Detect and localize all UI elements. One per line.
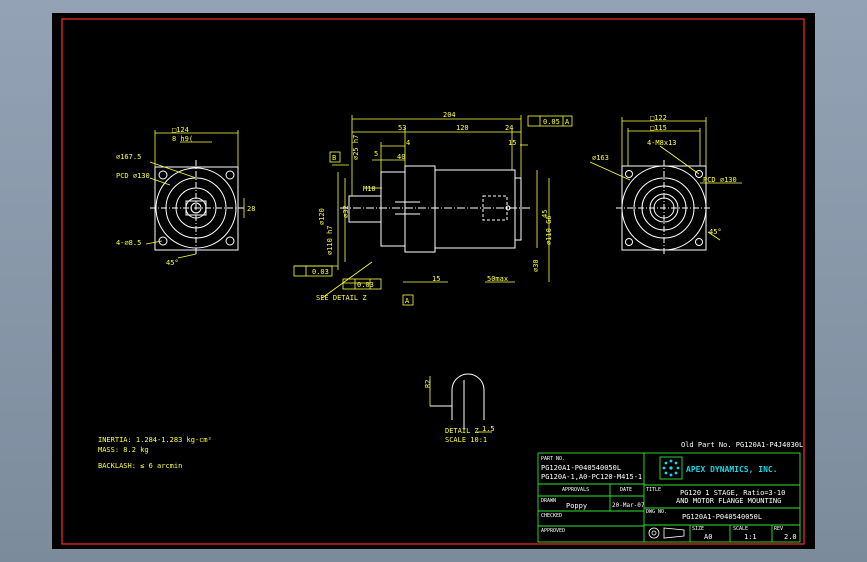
right-square-dim: □122: [650, 114, 667, 122]
svg-text:DATE: DATE: [620, 487, 632, 493]
right-view: [616, 160, 712, 256]
svg-text:120: 120: [456, 124, 469, 132]
svg-text:TITLE: TITLE: [646, 487, 661, 493]
svg-text:CHECKED: CHECKED: [541, 513, 562, 519]
svg-text:DWG NO.: DWG NO.: [646, 509, 667, 515]
center-view: [340, 165, 530, 253]
left-holes: 4-⌀8.5: [116, 239, 141, 247]
title-line-2: AND MOTOR FLANGE MOUNTING: [676, 497, 781, 505]
thread-label: M10: [363, 185, 376, 193]
svg-text:SCALE: SCALE: [733, 526, 748, 532]
mount-hole: [225, 170, 235, 180]
mount-hole: [695, 238, 703, 246]
svg-text:APPROVED: APPROVED: [541, 528, 565, 534]
see-detail-label: SEE DETAIL Z: [316, 294, 367, 302]
svg-text:15: 15: [508, 139, 516, 147]
svg-text:24: 24: [505, 124, 513, 132]
company-name: APEX DYNAMICS, INC.: [686, 465, 778, 474]
note-mass: MASS: 8.2 kg: [98, 446, 149, 454]
right-inner-dim: □115: [650, 124, 667, 132]
company-logo: [662, 459, 680, 477]
right-holes: 4-M8x13: [647, 139, 677, 147]
title-block: [537, 452, 801, 543]
pilot-tolerance: ⌀110 h7: [326, 225, 334, 255]
overall-length: 204: [443, 111, 456, 119]
part-no-1: PG120A1-P040540050L: [541, 464, 621, 472]
svg-text:SIZE: SIZE: [692, 526, 704, 532]
left-key-dim: 8 h9(: [172, 135, 193, 143]
left-square-dim: □124: [172, 126, 189, 134]
svg-text:0.03: 0.03: [357, 281, 374, 289]
mount-hole: [625, 170, 633, 178]
mount-hole: [158, 170, 168, 180]
motor-dia: ⌀30: [532, 259, 540, 272]
pilot-dia: ⌀120: [318, 208, 326, 225]
bore-dia: ⌀110 G6: [545, 215, 553, 245]
mount-hole: [158, 236, 168, 246]
mount-hole: [695, 170, 703, 178]
projection-symbol: [648, 527, 685, 539]
detail-dim: 1.5: [482, 425, 495, 433]
gearbox-body: [404, 165, 436, 253]
datum-b-box: [329, 151, 341, 163]
shaft-tolerance: ⌀25 h7: [352, 135, 360, 160]
right-pcd: PCD ⌀130: [703, 176, 737, 184]
svg-text:0.03: 0.03: [312, 268, 329, 276]
dwg-no: PG120A1-P040540050L: [682, 513, 762, 521]
note-inertia: INERTIA: 1.284-1.283 kg-cm²: [98, 436, 212, 444]
right-angle: 45°: [709, 228, 722, 236]
detail-z: [430, 373, 485, 430]
svg-text:53: 53: [398, 124, 406, 132]
svg-text:DRAWN: DRAWN: [541, 498, 556, 504]
left-view: [150, 160, 244, 256]
svg-text:A: A: [405, 297, 410, 305]
detail-r: R2: [424, 380, 432, 388]
svg-text:5: 5: [374, 150, 378, 158]
note-backlash: BACKLASH: ≤ 6 arcmin: [98, 462, 182, 470]
left-angle: 45°: [166, 259, 179, 267]
motor-flange-body: [434, 169, 516, 249]
sheet-size: A0: [704, 533, 712, 541]
left-pcd: PCD ⌀130: [116, 172, 150, 180]
drawing-sheet: [52, 13, 815, 549]
center-view-dims: [294, 115, 550, 299]
revision: 2.0: [784, 533, 797, 541]
mount-hole: [225, 236, 235, 246]
left-flange-dia: ⌀167.5: [116, 153, 141, 161]
svg-text:0.05: 0.05: [543, 118, 560, 126]
left-view-dims: [145, 130, 245, 259]
output-shaft: [348, 195, 382, 223]
svg-text:15: 15: [432, 275, 440, 283]
mount-hole: [625, 238, 633, 246]
detail-scale: SCALE 10:1: [445, 436, 487, 444]
svg-text:PART NO.: PART NO.: [541, 456, 565, 462]
sheet-border: [61, 18, 805, 545]
drawn-by: Poppy: [566, 502, 587, 510]
svg-text:APPROVALS: APPROVALS: [562, 487, 589, 493]
svg-text:A: A: [565, 118, 570, 126]
svg-text:4: 4: [406, 139, 410, 147]
tol-frame-1: [293, 265, 333, 277]
drawn-date: 20-Mar-07: [612, 502, 645, 509]
title-line-1: PG120 1 STAGE, Ratio=3-10: [680, 489, 785, 497]
left-key-depth: 28: [247, 205, 255, 213]
runout-frame: [527, 115, 573, 127]
company-logo-box: [659, 456, 683, 480]
svg-text:50max: 50max: [487, 275, 508, 283]
dim-45: 45: [541, 210, 549, 218]
svg-text:B: B: [332, 154, 336, 162]
right-flange-dia: ⌀163: [592, 154, 609, 162]
svg-text:REV: REV: [774, 526, 783, 532]
datum-a-box: [402, 294, 414, 306]
svg-text:40: 40: [397, 153, 405, 161]
tol-frame-2: [342, 278, 382, 290]
shaft-dia: ⌀32: [342, 205, 350, 218]
right-view-dims: [589, 117, 742, 241]
sheet-scale: 1:1: [744, 533, 757, 541]
old-part-no: Old Part No. PG120A1-P4J4030L: [681, 441, 803, 449]
part-no-2: PG120A-1,A0-PC120-M415-1: [541, 473, 642, 481]
detail-label: DETAIL Z: [445, 427, 479, 435]
